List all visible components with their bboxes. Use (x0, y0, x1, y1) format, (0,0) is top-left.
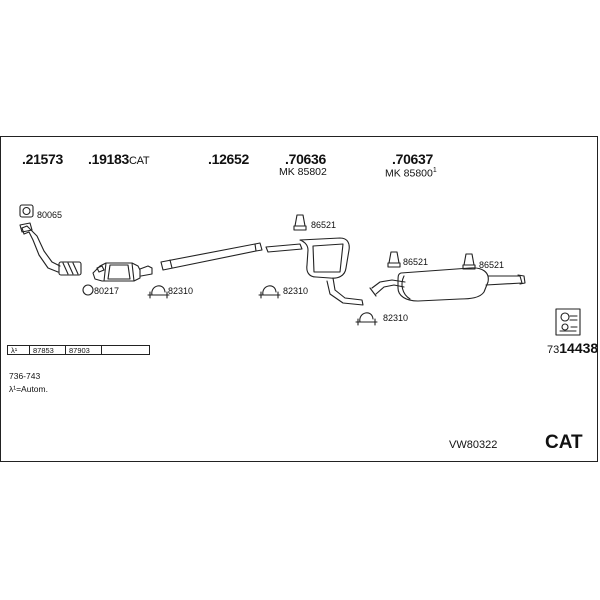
part-number-front-pipe: .21573 (22, 151, 64, 167)
middle-pipe-icon (160, 242, 263, 271)
clamp-icon-3 (355, 312, 378, 326)
clamp-icon-2 (258, 285, 281, 299)
lambda-symbol: λ¹ (8, 346, 30, 355)
mounting-kit-middle: MK 85802 (279, 166, 327, 178)
label-clamp-3: 82310 (383, 313, 409, 323)
part-number-rear-silencer: .70637 (392, 151, 434, 167)
middle-silencer-icon (265, 237, 364, 306)
catalyst-icon (92, 262, 153, 282)
part-number-middle-silencer: .70636 (285, 151, 327, 167)
front-pipe-icon (19, 222, 82, 276)
label-hanger-1: 86521 (311, 220, 337, 230)
label-ring: 80217 (94, 286, 120, 296)
label-clamp-2: 82310 (283, 286, 309, 296)
note-lambda: λ¹=Autom. (9, 384, 48, 394)
part-number-middle-pipe: .12652 (208, 151, 250, 167)
lambda-cell-2: 87903 (66, 346, 102, 355)
reference-number: 7314438 (547, 340, 599, 356)
hanger-icon-1 (293, 214, 307, 231)
system-code: VW80322 (449, 439, 498, 451)
rear-silencer-icon (369, 267, 526, 302)
fitting-kit-icon (555, 308, 581, 336)
label-hanger-2: 86521 (403, 257, 429, 267)
label-gasket: 80065 (37, 210, 63, 220)
mounting-kit-rear: MK 858001 (385, 167, 437, 180)
label-clamp-1: 82310 (168, 286, 194, 296)
hanger-icon-2 (387, 251, 401, 268)
part-number-catalyst: .19183CAT (88, 151, 150, 167)
lambda-cell-1: 87853 (30, 346, 66, 355)
note-range: 736-743 (9, 371, 41, 381)
cat-label: CAT (545, 432, 583, 453)
gasket-icon (19, 204, 34, 218)
label-hanger-3: 86521 (479, 260, 505, 270)
clamp-icon-1 (147, 285, 170, 299)
lambda-sensor-table: λ¹ 87853 87903 (7, 345, 150, 355)
diagram-frame (0, 136, 598, 462)
ring-icon (82, 284, 94, 296)
hanger-icon-3 (462, 253, 476, 270)
